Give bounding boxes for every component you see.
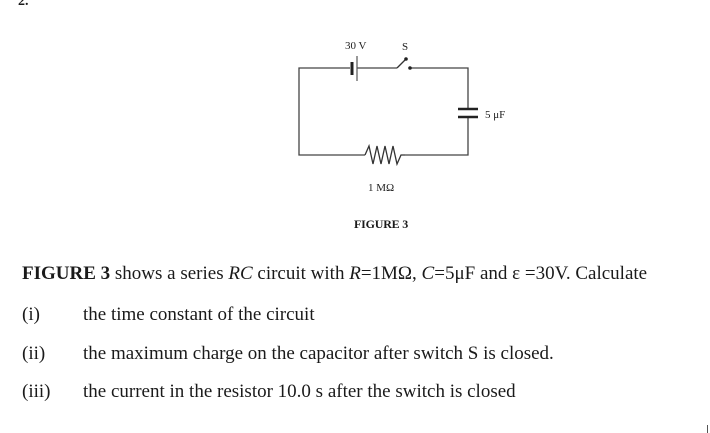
rc-circuit-diagram: 30 V S 5 μF 1 MΩ: [298, 40, 505, 194]
question-number: 2.: [18, 0, 29, 9]
capacitor-label: 5 μF: [485, 109, 505, 121]
resistor-label: 1 MΩ: [368, 182, 394, 194]
sub-question-text: the time constant of the circuit: [83, 304, 315, 325]
figure-reference: FIGURE 3: [22, 263, 111, 284]
sub-question-number: (iii): [22, 381, 51, 402]
sub-question-number: (i): [22, 304, 40, 325]
battery-icon: [350, 56, 358, 81]
text-cursor: [707, 425, 708, 433]
switch-icon: [396, 57, 412, 70]
sub-question-number: (ii): [22, 343, 46, 364]
capacitor-icon: [458, 107, 478, 119]
switch-label: S: [402, 41, 408, 53]
sub-question-text: the maximum charge on the capacitor afte…: [83, 343, 554, 364]
question-stem: FIGURE 3 shows a series RC circuit with …: [22, 263, 648, 284]
wire-left: [298, 67, 365, 156]
figure-caption: FIGURE 3: [354, 217, 409, 231]
resistor-icon: [364, 143, 405, 167]
wire-right: [405, 67, 469, 156]
sub-question-text: the current in the resistor 10.0 s after…: [83, 381, 516, 402]
battery-label: 30 V: [345, 40, 367, 52]
